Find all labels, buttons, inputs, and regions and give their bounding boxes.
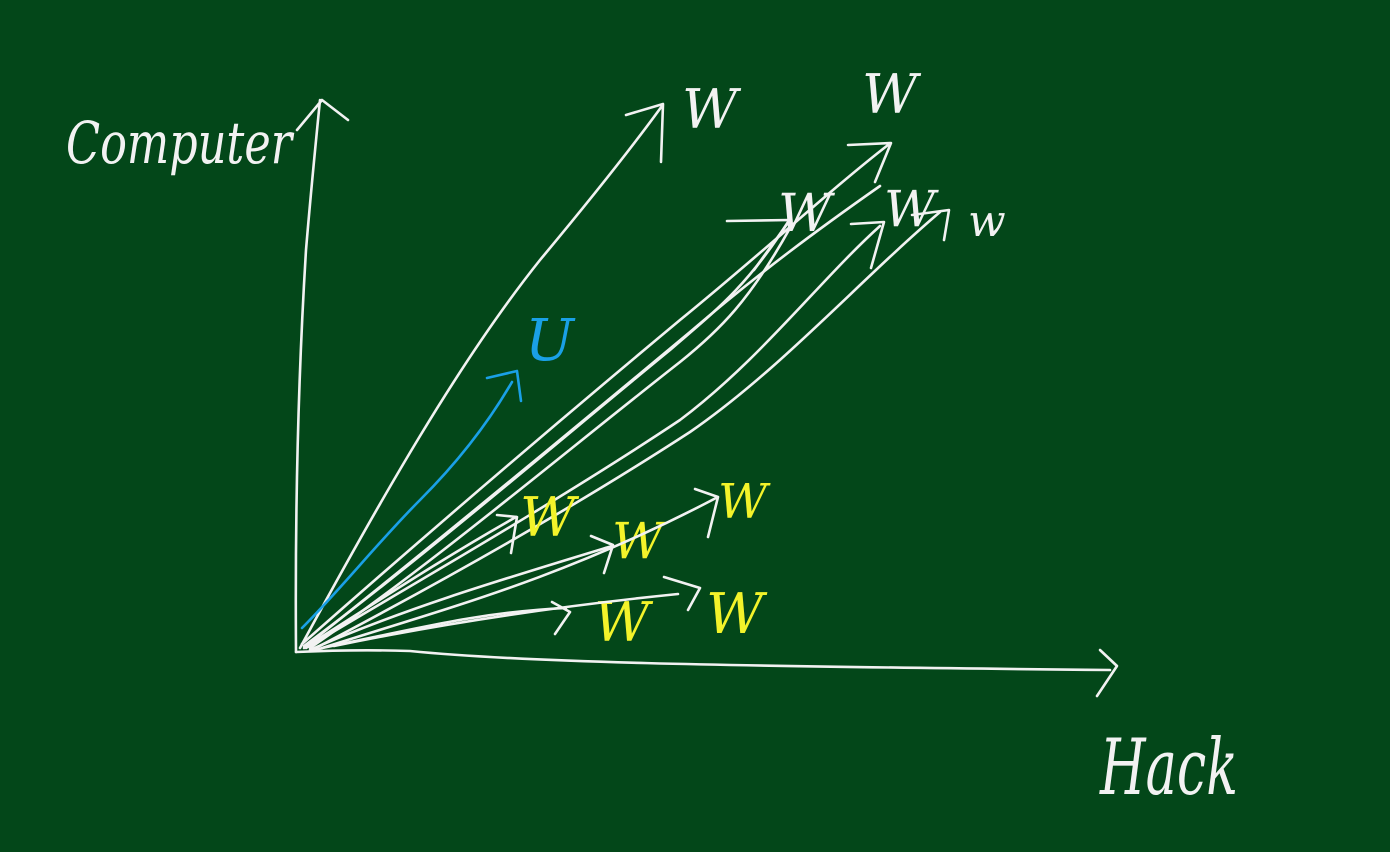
vector-arrowhead-w3 bbox=[725, 218, 792, 272]
vector-line-w3-second bbox=[308, 226, 792, 650]
x-axis-label: Hack bbox=[1099, 723, 1238, 813]
vector-label-y3: W bbox=[718, 474, 771, 530]
vector-line-w1 bbox=[298, 104, 664, 650]
vector-line-u bbox=[300, 380, 514, 630]
vector-label-y5: W bbox=[706, 582, 768, 647]
vector-arrowhead-y4 bbox=[550, 600, 572, 636]
vector-line-w2 bbox=[300, 143, 890, 646]
vector-label-u: U bbox=[525, 306, 576, 374]
vector-label-y1: W bbox=[520, 486, 580, 549]
vector-arrowhead-y3 bbox=[693, 487, 720, 539]
vector-line-w4 bbox=[304, 224, 882, 650]
vector-label-w1: W bbox=[682, 78, 742, 141]
vector-label-y2: W bbox=[612, 512, 667, 570]
vector-line-y5 bbox=[332, 592, 680, 648]
vector-label-w4: W bbox=[884, 180, 939, 238]
vector-line-y2 bbox=[308, 544, 614, 652]
vector-arrowhead-u bbox=[485, 369, 523, 403]
y-axis-label: Computer bbox=[66, 109, 295, 177]
vector-line-y3 bbox=[314, 496, 718, 652]
vector-line-y1 bbox=[302, 515, 518, 650]
vector-arrowhead-y1 bbox=[495, 513, 519, 555]
vector-arrowhead-y2 bbox=[589, 534, 615, 575]
vector-line-w4-second bbox=[310, 210, 942, 652]
vector-arrowhead-w5 bbox=[910, 208, 951, 242]
vector-arrowhead-w4 bbox=[849, 220, 886, 270]
vector-label-w3: W bbox=[778, 184, 835, 244]
vector-label-w5: w bbox=[968, 196, 1006, 247]
vector-arrowhead-y5 bbox=[662, 575, 702, 612]
vector-arrowhead-w2 bbox=[846, 141, 893, 184]
vector-arrowhead-w1 bbox=[624, 102, 665, 164]
x-axis bbox=[294, 649, 1112, 672]
y-axis-arrowhead bbox=[295, 98, 350, 132]
y-axis bbox=[294, 98, 322, 654]
vector-label-w2: W bbox=[862, 63, 922, 126]
vector-line-w3 bbox=[302, 220, 790, 648]
x-axis-arrowhead bbox=[1095, 648, 1119, 698]
